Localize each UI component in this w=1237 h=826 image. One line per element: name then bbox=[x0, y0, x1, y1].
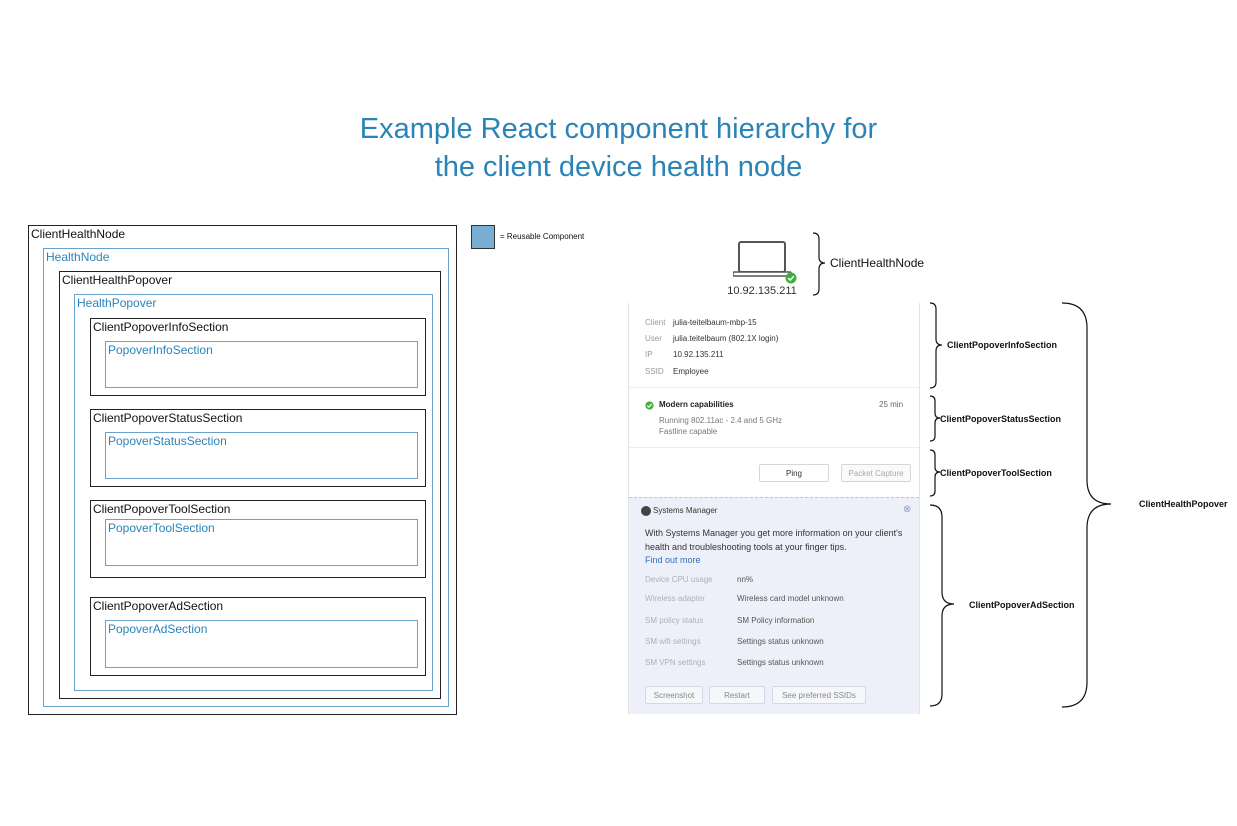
box-label: ClientHealthNode bbox=[31, 227, 126, 241]
check-circle-icon bbox=[785, 272, 797, 284]
box-ad-section: PopoverAdSection bbox=[105, 620, 418, 668]
popover-tool-section: Ping Packet Capture bbox=[629, 448, 919, 497]
info-value: Employee bbox=[673, 367, 709, 376]
screenshot-button[interactable]: Screenshot bbox=[645, 686, 703, 704]
ad-row-wifi: SM wifi settings Settings status unknown bbox=[645, 637, 824, 646]
box-health-popover: HealthPopover bbox=[74, 294, 433, 691]
box-label: ClientHealthPopover bbox=[62, 273, 173, 287]
box-client-ad-section: ClientPopoverAdSection bbox=[90, 597, 426, 676]
page-title: Example React component hierarchy for th… bbox=[0, 110, 1237, 186]
box-label: PopoverStatusSection bbox=[108, 434, 227, 448]
annotation-popover: ClientHealthPopover bbox=[1139, 499, 1228, 509]
ad-row-policy: SM policy status SM Policy information bbox=[645, 616, 814, 625]
ad-row-key: Device CPU usage bbox=[645, 575, 713, 584]
popover-info-section: Client julia-teitelbaum-mbp-15 User julia.… bbox=[629, 303, 919, 388]
box-label: ClientPopoverInfoSection bbox=[93, 320, 229, 334]
popover-ad-section: Systems Manager ⊗ With Systems Manager y… bbox=[629, 497, 919, 714]
info-value: julia.teitelbaum (802.1X login) bbox=[673, 334, 779, 343]
annotation-info-section: ClientPopoverInfoSection bbox=[947, 340, 1058, 350]
brace-status-section bbox=[929, 395, 941, 442]
box-client-health-popover: ClientHealthPopover bbox=[59, 271, 441, 699]
status-time: 25 min bbox=[879, 400, 904, 409]
box-label: PopoverInfoSection bbox=[108, 343, 213, 357]
ad-row-value: SM Policy information bbox=[737, 616, 815, 625]
box-info-section: PopoverInfoSection bbox=[105, 341, 418, 388]
annotation-tool-section: ClientPopoverToolSection bbox=[940, 468, 1052, 478]
box-health-node: HealthNode bbox=[43, 248, 449, 707]
info-value: 10.92.135.211 bbox=[673, 350, 724, 359]
ad-row-key: SM wifi settings bbox=[645, 637, 701, 646]
restart-button[interactable]: Restart bbox=[709, 686, 765, 704]
box-label: PopoverAdSection bbox=[108, 622, 208, 636]
legend-swatch bbox=[471, 225, 495, 249]
systems-manager-icon bbox=[641, 506, 651, 516]
ad-row-vpn: SM VPN settings Settings status unknown bbox=[645, 658, 824, 667]
box-status-section: PopoverStatusSection bbox=[105, 432, 418, 479]
info-row-client: Client julia-teitelbaum-mbp-15 bbox=[645, 318, 757, 327]
info-row-user: User julia.teitelbaum (802.1X login) bbox=[645, 334, 778, 343]
brace-tool-section bbox=[929, 449, 941, 497]
box-label: HealthNode bbox=[46, 250, 110, 264]
annotation-status-section: ClientPopoverStatusSection bbox=[940, 414, 1062, 424]
brace-ad-section bbox=[929, 504, 955, 707]
box-label: ClientPopoverAdSection bbox=[93, 599, 224, 613]
status-detail-1: Running 802.11ac - 2.4 and 5 GHz bbox=[659, 416, 783, 425]
brace-client-health-node bbox=[812, 232, 826, 296]
box-label: HealthPopover bbox=[77, 296, 157, 310]
ad-row-value: Settings status unknown bbox=[737, 637, 824, 646]
title-line-1: Example React component hierarchy for bbox=[359, 113, 878, 145]
info-key: User bbox=[645, 334, 662, 343]
ad-row-key: SM policy status bbox=[645, 616, 704, 625]
box-client-health-node: ClientHealthNode bbox=[28, 225, 457, 715]
client-health-popover: Client julia-teitelbaum-mbp-15 User julia.… bbox=[628, 303, 920, 714]
box-client-info-section: ClientPopoverInfoSection bbox=[90, 318, 426, 396]
annotation-client-health-node: ClientHealthNode bbox=[830, 256, 925, 270]
ad-row-key: SM VPN settings bbox=[645, 658, 706, 667]
box-label: PopoverToolSection bbox=[108, 521, 215, 535]
annotation-ad-section: ClientPopoverAdSection bbox=[969, 600, 1075, 610]
find-out-more-link[interactable]: Find out more bbox=[645, 555, 701, 565]
see-preferred-ssids-button[interactable]: See preferred SSIDs bbox=[772, 686, 866, 704]
status-detail-2: Fastline capable bbox=[659, 427, 718, 436]
ad-description: With Systems Manager you get more inform… bbox=[645, 528, 903, 552]
ad-row-wireless: Wireless adapter Wireless card model unkn… bbox=[645, 594, 844, 603]
ping-button[interactable]: Ping bbox=[759, 464, 829, 482]
packet-capture-button[interactable]: Packet Capture bbox=[841, 464, 911, 482]
info-row-ssid: SSID Employee bbox=[645, 367, 709, 376]
laptop-icon bbox=[733, 241, 792, 277]
check-circle-icon bbox=[645, 401, 654, 410]
device-ip: 10.92.135.211 bbox=[727, 285, 797, 297]
brace-info-section bbox=[929, 302, 943, 389]
info-row-ip: IP 10.92.135.211 bbox=[645, 350, 724, 359]
ad-row-value: Wireless card model unknown bbox=[737, 594, 844, 603]
ad-title: Systems Manager bbox=[653, 506, 718, 515]
legend-text: = Reusable Component bbox=[500, 232, 585, 241]
ad-row-value: nn% bbox=[737, 575, 754, 584]
box-client-tool-section: ClientPopoverToolSection bbox=[90, 500, 426, 578]
info-key: Client bbox=[645, 318, 666, 327]
box-label: ClientPopoverToolSection bbox=[93, 502, 231, 516]
title-line-2: the client device health node bbox=[434, 151, 803, 183]
ad-row-cpu: Device CPU usage nn% bbox=[645, 575, 753, 584]
info-value: julia-teitelbaum-mbp-15 bbox=[673, 318, 757, 327]
info-key: IP bbox=[645, 350, 653, 359]
ad-row-value: Settings status unknown bbox=[737, 658, 824, 667]
popover-status-section bbox=[629, 388, 919, 448]
brace-popover bbox=[1061, 302, 1112, 708]
close-icon[interactable]: ⊗ bbox=[903, 504, 912, 515]
ad-row-key: Wireless adapter bbox=[645, 594, 706, 603]
status-title: Modern capabilities bbox=[659, 400, 734, 409]
box-client-status-section: ClientPopoverStatusSection bbox=[90, 409, 426, 487]
box-label: ClientPopoverStatusSection bbox=[93, 411, 243, 425]
box-tool-section: PopoverToolSection bbox=[105, 519, 418, 566]
info-key: SSID bbox=[645, 367, 664, 376]
